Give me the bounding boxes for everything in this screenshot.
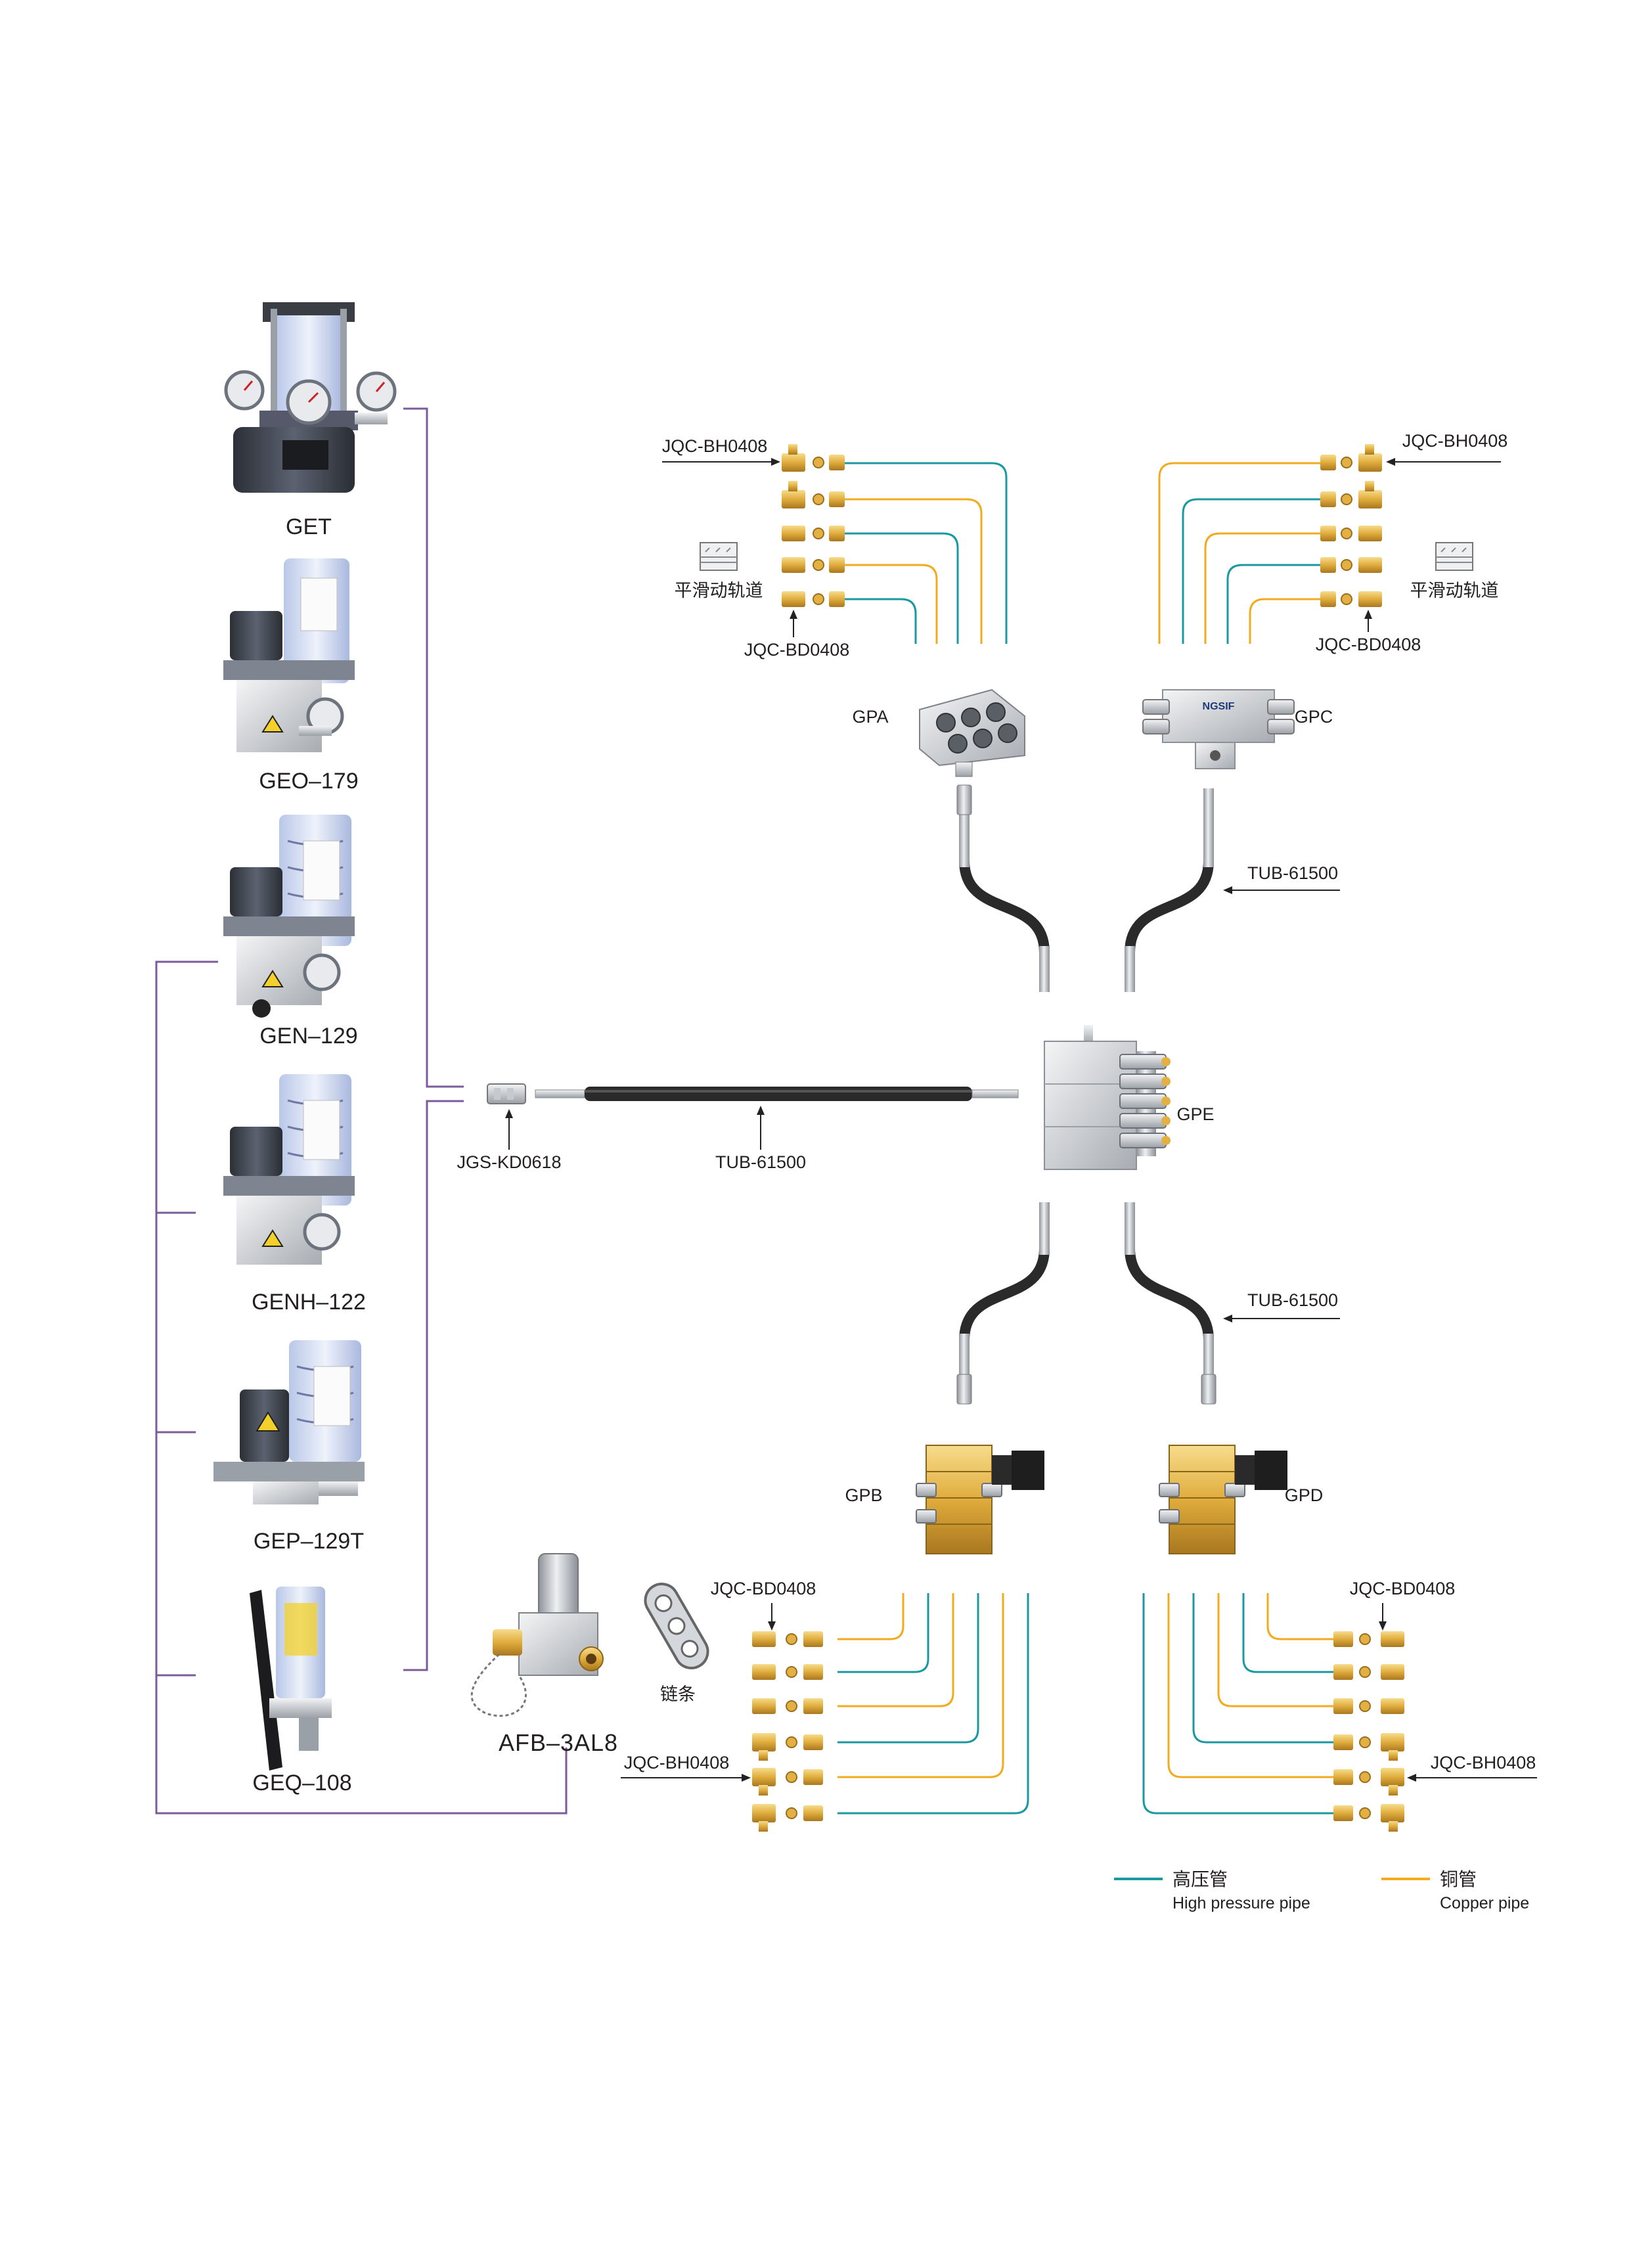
pump-gen129[interactable] [223, 815, 355, 1018]
arrow-tub-lower [1223, 1315, 1340, 1322]
pump-get[interactable] [224, 302, 397, 493]
label-slide-left: 平滑动轨道 [675, 581, 763, 600]
arrow-jgs [505, 1109, 513, 1150]
pump-geq108[interactable] [250, 1587, 332, 1771]
divider-gpc[interactable]: NGSIF [1142, 689, 1295, 769]
hose-gpe-to-gpb[interactable] [959, 1202, 1050, 1389]
coupling-gpa[interactable] [956, 784, 972, 815]
hose-gpe-to-gpc[interactable] [1125, 788, 1214, 992]
arrow-jqc-bh-bl [621, 1774, 751, 1782]
label-gpa: GPA [852, 707, 888, 727]
coupling-gpb[interactable] [956, 1374, 972, 1405]
legend-high-en: High pressure pipe [1172, 1894, 1310, 1912]
label-jqc-bh-br: JQC-BH0408 [1431, 1753, 1536, 1773]
pipes-gpc-outlets [1158, 462, 1320, 644]
pipes-gpd-outlets [1142, 1593, 1333, 1815]
fittings-gpd[interactable] [1333, 1631, 1404, 1832]
arrow-tub-main [757, 1106, 765, 1150]
divider-gpd[interactable] [1159, 1445, 1287, 1554]
divider-gpa[interactable] [919, 689, 1025, 777]
pipes-gpa-outlets [844, 462, 1008, 644]
label-jqc-bh-tl: JQC-BH0408 [662, 436, 768, 456]
arrow-jqc-bd-br [1379, 1603, 1387, 1631]
chain-icon [644, 1583, 709, 1669]
legend: 高压管 High pressure pipe 铜管 Copper pipe [1114, 1869, 1529, 1912]
pump-geo179[interactable] [223, 558, 355, 752]
coupling-gpd[interactable] [1201, 1374, 1217, 1405]
label-tub-lower: TUB-61500 [1247, 1290, 1338, 1310]
pump-label-geo179: GEO–179 [259, 769, 358, 794]
label-jgs-kd0618: JGS-KD0618 [457, 1152, 561, 1172]
label-jqc-bd-tr: JQC-BD0408 [1316, 635, 1421, 654]
jgs-kd0618-fitting[interactable] [487, 1083, 526, 1104]
label-gpd: GPD [1285, 1485, 1324, 1505]
divider-gpb[interactable] [916, 1445, 1044, 1554]
legend-copper-en: Copper pipe [1440, 1894, 1529, 1912]
label-chain: 链条 [660, 1684, 696, 1704]
label-jqc-bd-tl: JQC-BD0408 [744, 640, 850, 660]
legend-high-cn: 高压管 [1172, 1869, 1228, 1889]
pump-genh122[interactable] [223, 1074, 355, 1265]
pump-label-gep129t: GEP–129T [254, 1529, 364, 1554]
slide-rail-icon-left [700, 542, 738, 571]
label-jqc-bd-br: JQC-BD0408 [1350, 1579, 1456, 1598]
arrow-jqc-bd-bl [768, 1603, 776, 1631]
pump-gep129t[interactable] [213, 1340, 365, 1504]
pump-label-genh122: GENH–122 [252, 1290, 366, 1315]
label-gpb: GPB [845, 1485, 882, 1505]
label-jqc-bh-tr: JQC-BH0408 [1402, 431, 1508, 451]
arrow-jqc-bh-tr [1386, 458, 1501, 466]
fittings-gpb[interactable] [752, 1631, 823, 1832]
fittings-gpa[interactable] [782, 444, 845, 607]
label-gpe: GPE [1176, 1104, 1214, 1124]
fittings-gpc[interactable] [1320, 444, 1382, 607]
hose-gpe-to-gpa[interactable] [959, 811, 1050, 992]
pump-bracket-lines [155, 407, 568, 1815]
main-hose-tub-61500[interactable] [535, 1087, 1019, 1101]
arrow-jqc-bh-br [1407, 1774, 1537, 1782]
label-tub-main: TUB-61500 [715, 1152, 806, 1172]
arrow-tub-upper [1223, 886, 1340, 894]
injector-afb-3al8[interactable] [470, 1553, 604, 1717]
label-slide-right: 平滑动轨道 [1410, 581, 1499, 600]
label-gpc: GPC [1295, 707, 1333, 727]
gpc-brand-text: NGSIF [1203, 701, 1235, 712]
label-jqc-bd-bl: JQC-BD0408 [711, 1579, 816, 1598]
pipes-gpb-outlets [837, 1593, 1029, 1815]
arrow-jqc-bd-tr [1364, 610, 1372, 632]
label-afb-3al8: AFB–3AL8 [499, 1729, 618, 1756]
slide-rail-icon-right [1435, 542, 1473, 571]
divider-gpe[interactable] [1044, 1025, 1171, 1170]
pump-label-get: GET [286, 514, 332, 539]
arrow-jqc-bh-tl [662, 458, 780, 466]
hose-gpe-to-gpd[interactable] [1125, 1202, 1214, 1389]
label-tub-upper: TUB-61500 [1247, 863, 1338, 883]
label-jqc-bh-bl: JQC-BH0408 [624, 1753, 730, 1773]
pump-label-geq108: GEQ–108 [252, 1771, 351, 1795]
pump-label-gen129: GEN–129 [259, 1024, 357, 1049]
legend-copper-cn: 铜管 [1440, 1869, 1477, 1889]
arrow-jqc-bd-tl [790, 610, 797, 637]
